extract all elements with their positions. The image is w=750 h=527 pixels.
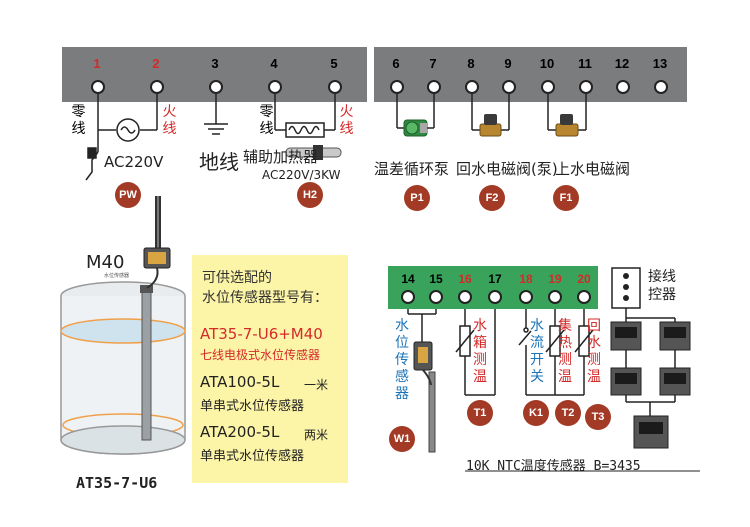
terminal-screw-6[interactable]	[390, 80, 404, 94]
option1-model: AT35-7-U6+M40	[200, 325, 323, 343]
badge-t2: T2	[555, 400, 581, 426]
option2-desc: 单串式水位传感器	[200, 399, 305, 414]
power-voltage-label: AC220V	[104, 153, 164, 171]
terminal-num-20: 20	[577, 272, 591, 286]
terminal-num-13: 13	[652, 56, 668, 71]
ntc-note-label: 10K NTC温度传感器 B=3435	[466, 459, 641, 474]
terminal-screw-8[interactable]	[465, 80, 479, 94]
sensor-options-note: 可供选配的 水位传感器型号有： AT35-7-U6+M40 七线电极式水位传感器…	[192, 255, 348, 483]
terminal-num-9: 9	[504, 56, 512, 71]
power-neutral-label: 零线	[71, 104, 86, 137]
terminal-screw-15[interactable]	[429, 290, 443, 304]
controller-label-1: 接线	[648, 269, 676, 285]
option3-model: ATA200-5L	[200, 423, 280, 441]
terminal-screw-9[interactable]	[502, 80, 516, 94]
terminal-screw-20[interactable]	[577, 290, 591, 304]
inlet-valve-label: 上水电磁阀	[555, 160, 631, 178]
terminal-screw-1[interactable]	[91, 80, 105, 94]
heater-neutral-label: 零线	[259, 104, 274, 137]
pump-label: 温差循环泵	[374, 160, 450, 178]
terminal-num-4: 4	[270, 56, 278, 71]
terminal-screw-18[interactable]	[519, 290, 533, 304]
terminal-num-7: 7	[429, 56, 437, 71]
badge-t1: T1	[467, 400, 493, 426]
terminal-screw-3[interactable]	[209, 80, 223, 94]
terminal-num-1: 1	[93, 56, 101, 71]
terminal-num-16: 16	[458, 272, 472, 286]
badge-k1: K1	[523, 400, 549, 426]
terminal-screw-14[interactable]	[401, 290, 415, 304]
option3-suffix: 两米	[304, 428, 329, 442]
terminal-num-19: 19	[548, 272, 562, 286]
terminal-screw-7[interactable]	[427, 80, 441, 94]
t3-label: 回水测温	[587, 318, 601, 385]
terminal-screw-16[interactable]	[458, 290, 472, 304]
terminal-screw-4[interactable]	[268, 80, 282, 94]
terminal-screw-12[interactable]	[616, 80, 630, 94]
option2-suffix: 一米	[304, 378, 329, 392]
terminal-num-6: 6	[392, 56, 400, 71]
options-intro-2: 水位传感器型号有：	[202, 290, 328, 306]
t1-label: 水箱测温	[473, 318, 487, 385]
option3-desc: 单串式水位传感器	[200, 449, 305, 464]
badge-h2: H2	[297, 182, 323, 208]
terminal-screw-11[interactable]	[579, 80, 593, 94]
terminal-screw-2[interactable]	[150, 80, 164, 94]
terminal-screw-5[interactable]	[328, 80, 342, 94]
power-live-label: 火线	[162, 104, 177, 137]
badge-f1: F1	[553, 185, 579, 211]
badge-t3: T3	[585, 404, 611, 430]
heater-spec-label: AC220V/3KW	[262, 168, 341, 182]
terminal-num-14: 14	[401, 272, 415, 286]
m40-label: M40	[86, 252, 125, 273]
terminal-num-15: 15	[429, 272, 443, 286]
heater-live-label: 火线	[339, 104, 354, 137]
t2-label: 集热测温	[558, 318, 572, 385]
terminal-screw-13[interactable]	[654, 80, 668, 94]
terminal-num-11: 11	[578, 56, 592, 71]
badge-f2: F2	[479, 185, 505, 211]
controller-label-2: 控器	[648, 287, 676, 303]
terminal-num-3: 3	[211, 56, 219, 71]
terminal-num-10: 10	[539, 56, 555, 71]
terminal-num-17: 17	[488, 272, 502, 286]
m40-sub-label: 水位传感器	[104, 273, 130, 279]
terminal-num-5: 5	[330, 56, 338, 71]
badge-pw: PW	[115, 182, 141, 208]
terminal-num-8: 8	[467, 56, 475, 71]
terminal-screw-10[interactable]	[541, 80, 555, 94]
k1-label: 水流开关	[530, 318, 544, 385]
terminal-screw-19[interactable]	[548, 290, 562, 304]
options-intro-1: 可供选配的	[202, 270, 272, 286]
terminal-num-2: 2	[152, 56, 160, 71]
heater-name-label: 辅助加热器	[243, 148, 319, 166]
terminal-num-18: 18	[519, 272, 533, 286]
water-sensor-label: 水位传感器	[395, 318, 409, 402]
terminal-screw-17[interactable]	[488, 290, 502, 304]
option2-model: ATA100-5L	[200, 373, 280, 391]
option1-desc: 七线电极式水位传感器	[200, 348, 321, 362]
return-valve-label: 回水电磁阀(泵)	[456, 160, 558, 178]
ground-label: 地线	[199, 150, 239, 174]
badge-p1: P1	[404, 185, 430, 211]
badge-w1: W1	[389, 426, 415, 452]
tank-model-label: AT35-7-U6	[76, 474, 158, 492]
terminal-panel-outputs	[374, 47, 687, 102]
terminal-num-12: 12	[614, 56, 630, 71]
